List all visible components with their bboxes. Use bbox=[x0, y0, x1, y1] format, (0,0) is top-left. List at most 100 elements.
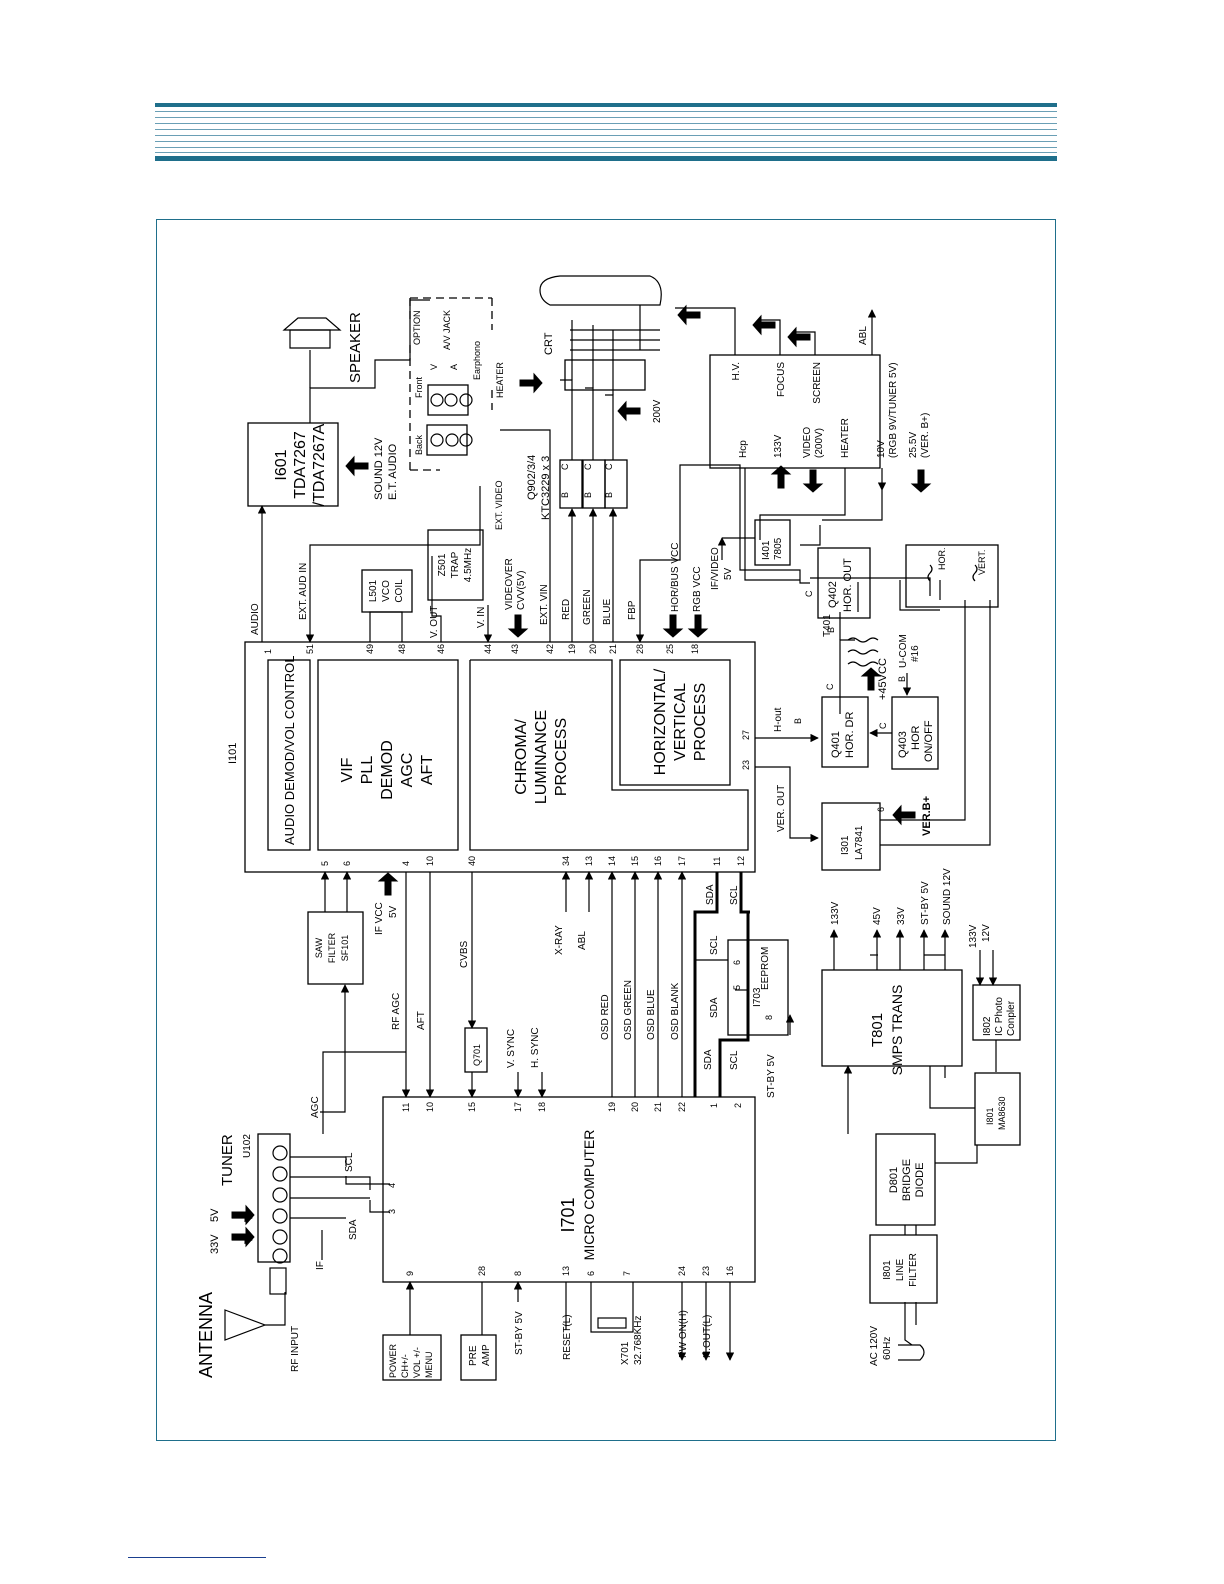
svg-text:(VER. B+): (VER. B+) bbox=[920, 413, 931, 458]
q403-label: HOR bbox=[910, 726, 922, 751]
if-vcc-label: 5V bbox=[388, 905, 399, 918]
svg-text:V: V bbox=[429, 364, 439, 370]
header-top-rule bbox=[155, 103, 1057, 107]
i301-label: LA7841 bbox=[854, 825, 865, 860]
svg-text:6: 6 bbox=[876, 807, 886, 812]
svg-text:VOL +/-: VOL +/- bbox=[412, 1347, 422, 1378]
svg-text:49: 49 bbox=[365, 644, 375, 654]
q701-label: Q701 bbox=[472, 1044, 482, 1066]
svg-text:Back: Back bbox=[414, 434, 424, 455]
svg-text:CHROMA/: CHROMA/ bbox=[513, 719, 530, 795]
footer-rule bbox=[128, 1557, 266, 1558]
svg-text:44: 44 bbox=[483, 644, 493, 654]
svg-text:OSD RED: OSD RED bbox=[600, 994, 611, 1040]
svg-text:RESET(L): RESET(L) bbox=[562, 1314, 573, 1360]
svg-text:RF AGC: RF AGC bbox=[391, 993, 402, 1030]
svg-text:IF/VIDEO: IF/VIDEO bbox=[710, 547, 721, 590]
svg-text:RED: RED bbox=[561, 599, 572, 620]
svg-text:X-RAY: X-RAY bbox=[554, 925, 565, 955]
pin-numbers: 1 51 49 48 46 44 43 42 19 20 21 28 25 18… bbox=[263, 463, 907, 1276]
svg-text:4: 4 bbox=[387, 1183, 397, 1188]
crt-label: CRT bbox=[543, 332, 555, 355]
svg-text:CVV(5V): CVV(5V) bbox=[516, 571, 527, 610]
svg-text:4.5MHz: 4.5MHz bbox=[463, 548, 474, 582]
svg-text:5: 5 bbox=[320, 861, 330, 866]
svg-text:SCL: SCL bbox=[729, 885, 740, 905]
i701-block bbox=[382, 1096, 756, 1283]
svg-text:22: 22 bbox=[677, 1102, 687, 1112]
saw-label: SAW FILTER SF101 bbox=[314, 932, 350, 963]
svg-text:6: 6 bbox=[586, 1271, 596, 1276]
q401-label: Q401 bbox=[830, 731, 842, 758]
svg-text:7: 7 bbox=[622, 1271, 632, 1276]
svg-text:B: B bbox=[897, 676, 907, 682]
svg-text:IC Photo: IC Photo bbox=[994, 997, 1005, 1036]
fbt-left-labels: Hcp 133V VIDEO (200V) HEATER 10V (RGB 9V… bbox=[738, 362, 931, 458]
svg-text:H.V.: H.V. bbox=[731, 362, 742, 381]
header-fine-rule bbox=[155, 129, 1057, 130]
i101-label: I101 bbox=[227, 743, 239, 764]
svg-text:BLUE: BLUE bbox=[602, 599, 613, 625]
svg-text:133V: 133V bbox=[830, 901, 841, 925]
svg-text:10: 10 bbox=[425, 856, 435, 866]
header-fine-rule bbox=[155, 111, 1057, 112]
ac-input-label: 60Hz bbox=[882, 1337, 893, 1360]
svg-text:C: C bbox=[583, 463, 593, 470]
svg-text:SDA: SDA bbox=[703, 1049, 714, 1070]
svg-text:VIDEO: VIDEO bbox=[802, 427, 813, 458]
d801-label: D801 BRIDGE DIODE bbox=[888, 1159, 926, 1201]
svg-text:B: B bbox=[793, 718, 803, 724]
q402-label: Q402 bbox=[827, 581, 839, 608]
smps-output-labels: 133V 45V 33V ST-BY 5V SOUND 12V bbox=[830, 868, 953, 925]
st-by-5v-label: ST-BY 5V bbox=[766, 1054, 777, 1098]
svg-text:V. OUT: V. OUT bbox=[429, 606, 440, 638]
svg-text:FILTER: FILTER bbox=[908, 1253, 919, 1287]
fbt-right-labels: H.V. FOCUS SCREEN bbox=[731, 362, 823, 404]
ver-b-label: VER.B+ bbox=[921, 796, 933, 836]
svg-text:(200V): (200V) bbox=[814, 428, 825, 458]
svg-text:I601: I601 bbox=[273, 449, 290, 480]
svg-text:V. IN: V. IN bbox=[476, 607, 487, 628]
svg-text:17: 17 bbox=[513, 1102, 523, 1112]
header-fine-rule bbox=[155, 135, 1057, 136]
svg-text:AFT: AFT bbox=[416, 1011, 427, 1030]
q402-label: HOR. OUT bbox=[842, 558, 854, 612]
svg-text:SCREEN: SCREEN bbox=[812, 362, 823, 404]
svg-text:ABL: ABL bbox=[577, 931, 588, 950]
i703-label: I703 bbox=[752, 987, 763, 1007]
svg-text:V. SYNC: V. SYNC bbox=[506, 1029, 517, 1068]
svg-text:EXT. AUD IN: EXT. AUD IN bbox=[298, 563, 309, 620]
svg-text:BRIDGE: BRIDGE bbox=[901, 1159, 913, 1201]
svg-text:16: 16 bbox=[653, 856, 663, 866]
svg-text:HEATER: HEATER bbox=[495, 362, 505, 398]
i801-ic-label: I801 bbox=[985, 1107, 995, 1125]
svg-text:18: 18 bbox=[537, 1102, 547, 1112]
svg-text:13: 13 bbox=[584, 856, 594, 866]
svg-text:6: 6 bbox=[342, 861, 352, 866]
abl-output-label: ABL bbox=[858, 326, 869, 345]
svg-text:5V: 5V bbox=[723, 567, 734, 580]
svg-text:15: 15 bbox=[630, 856, 640, 866]
svg-text:SCL: SCL bbox=[709, 935, 720, 955]
i101-block bbox=[244, 641, 756, 873]
svg-text:HOR/BUS VCC: HOR/BUS VCC bbox=[670, 543, 681, 612]
av-jack-labels: OPTION A/V JACK Front V A Earphono HEATE… bbox=[412, 310, 505, 530]
i401-label: 7805 bbox=[773, 537, 784, 560]
svg-text:25: 25 bbox=[665, 644, 675, 654]
svg-text:I802: I802 bbox=[982, 1016, 993, 1036]
svg-text:C: C bbox=[560, 463, 570, 470]
svg-text:Earphono: Earphono bbox=[472, 341, 482, 380]
svg-text:13: 13 bbox=[561, 1266, 571, 1276]
svg-text:27: 27 bbox=[741, 730, 751, 740]
x701-label: 32.768KHz bbox=[633, 1316, 644, 1365]
svg-text:DEMOD: DEMOD bbox=[379, 740, 396, 800]
svg-text:33V: 33V bbox=[896, 907, 907, 925]
q902-label: Q902/3/4 bbox=[526, 455, 538, 500]
svg-text:H.OUT(L): H.OUT(L) bbox=[702, 1315, 713, 1358]
svg-text:42: 42 bbox=[545, 644, 555, 654]
tuner-label: U102 bbox=[242, 1134, 253, 1158]
i802-label: I802 IC Photo Conpler bbox=[982, 997, 1017, 1036]
svg-text:PROCESS: PROCESS bbox=[553, 718, 570, 796]
svg-text:FBP: FBP bbox=[627, 600, 638, 620]
